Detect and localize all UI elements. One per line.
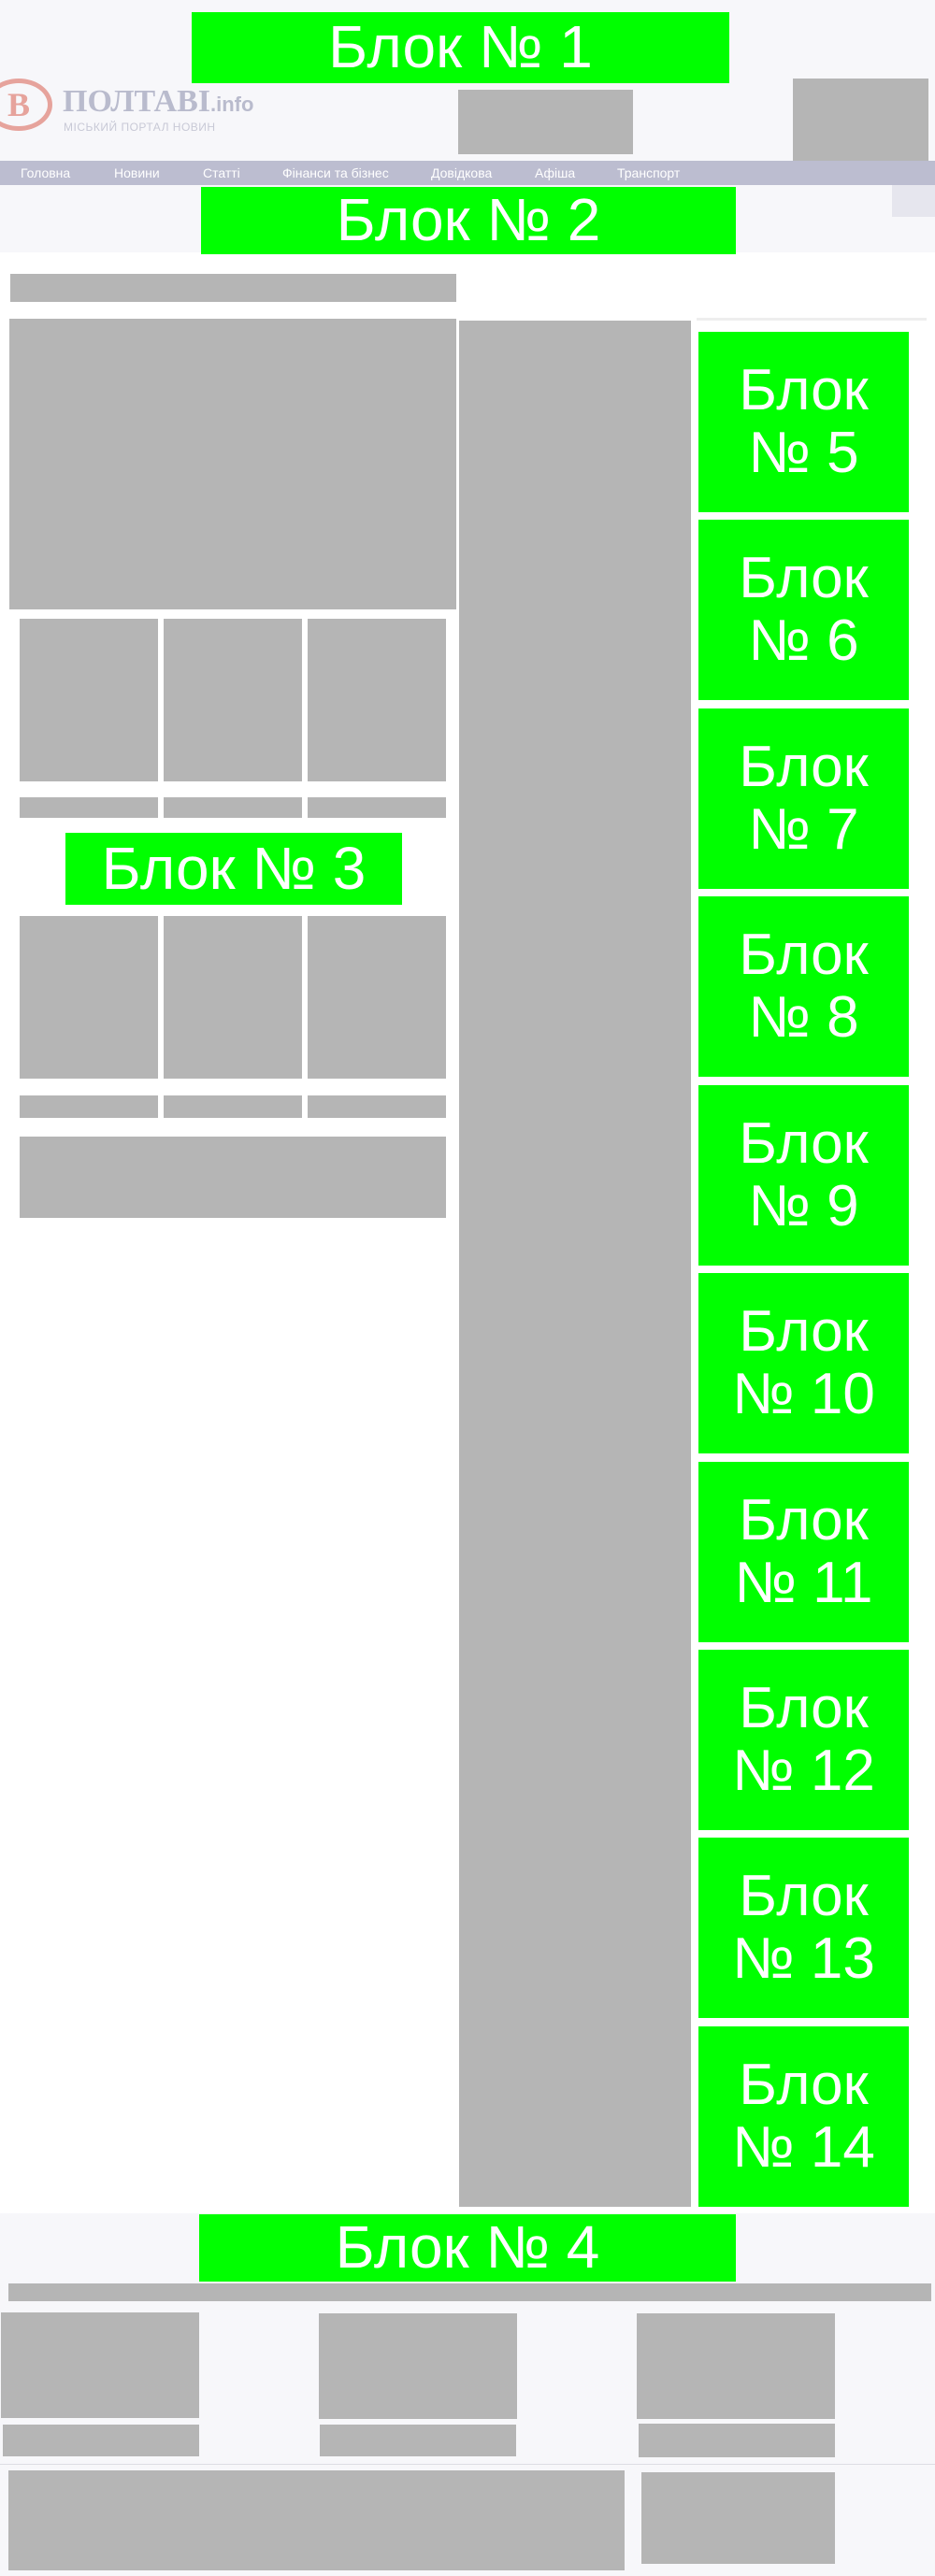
content-wide-placeholder: [20, 1137, 446, 1218]
header-side-placeholder: [793, 79, 928, 161]
thumb-3[interactable]: [308, 619, 446, 781]
footer-thumb-1[interactable]: [1, 2312, 199, 2418]
logo-letter: В: [7, 86, 30, 123]
thumb-caption-1: [20, 797, 158, 818]
footer-divider: [0, 2464, 935, 2465]
logo-title: ПОЛТАВІ.info: [63, 84, 253, 120]
center-column-placeholder: [459, 321, 691, 2207]
nav-item-reference[interactable]: Довідкова: [431, 165, 493, 180]
nav-item-home[interactable]: Головна: [21, 165, 71, 180]
ad-block-7-line1: Блок: [739, 734, 869, 799]
thumb-6[interactable]: [308, 916, 446, 1079]
thumb-caption-5: [164, 1095, 302, 1118]
thumb-caption-6: [308, 1095, 446, 1118]
ad-block-5-line2: № 5: [748, 420, 859, 485]
ad-block-8-line1: Блок: [739, 922, 869, 987]
ad-block-10-line1: Блок: [739, 1298, 869, 1364]
ad-block-13-line2: № 13: [732, 1925, 875, 1991]
ad-block-14-line2: № 14: [732, 2114, 875, 2180]
ad-block-6-line2: № 6: [748, 608, 859, 673]
ad-block-7-line2: № 7: [748, 796, 859, 862]
ad-block-5-line1: Блок: [739, 357, 869, 422]
nav-item-articles[interactable]: Статті: [203, 165, 240, 180]
ad-block-4-label: Блок № 4: [335, 2213, 600, 2282]
ad-block-10-line2: № 10: [732, 1361, 875, 1426]
logo-tld: .info: [209, 93, 254, 116]
footer-side-placeholder: [641, 2472, 835, 2564]
nav-item-news[interactable]: Новини: [114, 165, 160, 180]
nav-item-transport[interactable]: Транспорт: [617, 165, 681, 180]
nav-item-afisha[interactable]: Афіша: [535, 165, 576, 180]
logo-title-text: ПОЛТАВІ: [63, 84, 210, 119]
logo-subtitle: МІСЬКИЙ ПОРТАЛ НОВИН: [64, 121, 216, 134]
footer-thumb-3[interactable]: [637, 2313, 835, 2419]
subheader-side-box: [892, 185, 935, 217]
ad-block-2[interactable]: Блок № 2: [201, 186, 736, 254]
footer-wide-placeholder: [8, 2470, 625, 2570]
thumb-caption-4: [20, 1095, 158, 1118]
ad-block-9-line1: Блок: [739, 1110, 869, 1176]
footer-caption-2: [320, 2425, 516, 2456]
site-logo[interactable]: В ПОЛТАВІ.info МІСЬКИЙ ПОРТАЛ НОВИН: [0, 77, 271, 136]
thumb-4[interactable]: [20, 916, 158, 1079]
ad-block-4[interactable]: Блок № 4: [199, 2213, 736, 2282]
header-banner-placeholder: [458, 90, 633, 154]
thumb-caption-2: [164, 797, 302, 818]
ad-block-14-line1: Блок: [739, 2052, 869, 2117]
footer-heading-placeholder: [8, 2283, 931, 2301]
ad-block-1[interactable]: Блок № 1: [192, 12, 729, 83]
footer-caption-3: [639, 2424, 835, 2457]
content-heading-placeholder: [10, 274, 456, 302]
thumb-5[interactable]: [164, 916, 302, 1079]
footer-thumb-2[interactable]: [319, 2313, 517, 2419]
ad-block-6-line1: Блок: [739, 545, 869, 610]
ad-block-12-line1: Блок: [739, 1675, 869, 1740]
ad-block-3-label: Блок № 3: [101, 834, 367, 902]
main-nav: Головна Новини Статті Фінанси та бізнес …: [0, 161, 935, 185]
thumb-caption-3: [308, 797, 446, 818]
sidebar-divider: [697, 318, 927, 321]
ad-block-1-label: Блок № 1: [328, 13, 593, 81]
ad-block-2-label: Блок № 2: [336, 186, 601, 254]
ad-block-13-line1: Блок: [739, 1863, 869, 1928]
logo-letter-badge: В: [0, 79, 52, 131]
ad-block-12-line2: № 12: [732, 1738, 875, 1803]
thumb-2[interactable]: [164, 619, 302, 781]
ad-block-9-line2: № 9: [748, 1173, 859, 1238]
ad-block-8-line2: № 8: [748, 984, 859, 1050]
ad-block-3[interactable]: Блок № 3: [65, 833, 402, 905]
nav-item-finance[interactable]: Фінанси та бізнес: [282, 165, 389, 180]
ad-block-11-line1: Блок: [739, 1487, 869, 1553]
footer-caption-1: [3, 2425, 199, 2456]
ad-block-11-line2: № 11: [734, 1550, 873, 1615]
thumb-1[interactable]: [20, 619, 158, 781]
main-featured-placeholder: [9, 319, 456, 609]
